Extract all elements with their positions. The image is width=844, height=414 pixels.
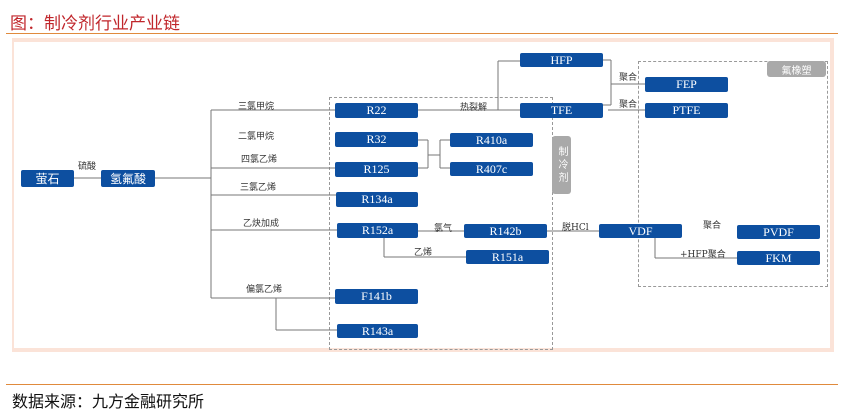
figure-title: 图：制冷剂行业产业链 bbox=[10, 14, 180, 34]
edge-sulfuric: 硫酸 bbox=[78, 162, 97, 172]
node-fep: FEP bbox=[645, 77, 728, 92]
node-r143a: R143a bbox=[337, 324, 418, 338]
node-r22: R22 bbox=[335, 103, 418, 118]
edge-acetylene: 乙炔加成 bbox=[243, 219, 280, 229]
source-divider bbox=[6, 384, 838, 385]
edge-pce: 四氯乙烯 bbox=[241, 155, 278, 165]
node-hfp: HFP bbox=[520, 53, 603, 67]
title-divider bbox=[6, 33, 838, 34]
edge-tce: 三氯乙烯 bbox=[240, 183, 277, 193]
node-vdf: VDF bbox=[599, 224, 682, 238]
refrigerant-group-border bbox=[329, 97, 553, 350]
node-ptfe: PTFE bbox=[645, 103, 728, 118]
edge-chloroform: 三氯甲烷 bbox=[238, 102, 275, 112]
node-r407c: R407c bbox=[450, 162, 533, 176]
node-tfe: TFE bbox=[520, 103, 603, 118]
node-fluorite: 萤石 bbox=[21, 170, 74, 187]
refrigerant-group-label: 制冷剂 bbox=[552, 136, 571, 194]
node-r125: R125 bbox=[335, 162, 418, 177]
edge-chlorine: 氯气 bbox=[434, 224, 453, 234]
edge-dehcl: 脱HCl bbox=[562, 223, 589, 233]
node-r142b: R142b bbox=[464, 224, 547, 238]
node-r32: R32 bbox=[335, 132, 418, 147]
node-fkm: FKM bbox=[737, 251, 820, 265]
node-r152a: R152a bbox=[337, 223, 418, 238]
node-r151a: R151a bbox=[466, 250, 549, 264]
node-r134a: R134a bbox=[336, 192, 418, 207]
edge-ethylene: 乙烯 bbox=[414, 248, 433, 258]
node-hf: 氢氟酸 bbox=[101, 170, 155, 187]
diagram-panel bbox=[14, 42, 830, 348]
fluoro-group-label: 氟橡塑 bbox=[767, 61, 826, 77]
edge-poly-pvdf: 聚合 bbox=[703, 221, 722, 231]
source-note: 数据来源：九方金融研究所 bbox=[12, 392, 205, 411]
node-r410a: R410a bbox=[450, 133, 533, 147]
edge-vdc: 偏氯乙烯 bbox=[246, 285, 283, 295]
edge-poly-fep: 聚合 bbox=[619, 73, 638, 83]
edge-pyrolysis: 热裂解 bbox=[460, 103, 488, 113]
edge-poly-ptfe: 聚合 bbox=[619, 100, 638, 110]
edge-hfp-poly: +HFP聚合 bbox=[680, 250, 726, 260]
fluoro-group-border bbox=[638, 61, 828, 287]
node-f141b: F141b bbox=[335, 289, 418, 304]
edge-dcm: 二氯甲烷 bbox=[238, 132, 275, 142]
node-pvdf: PVDF bbox=[737, 225, 820, 239]
